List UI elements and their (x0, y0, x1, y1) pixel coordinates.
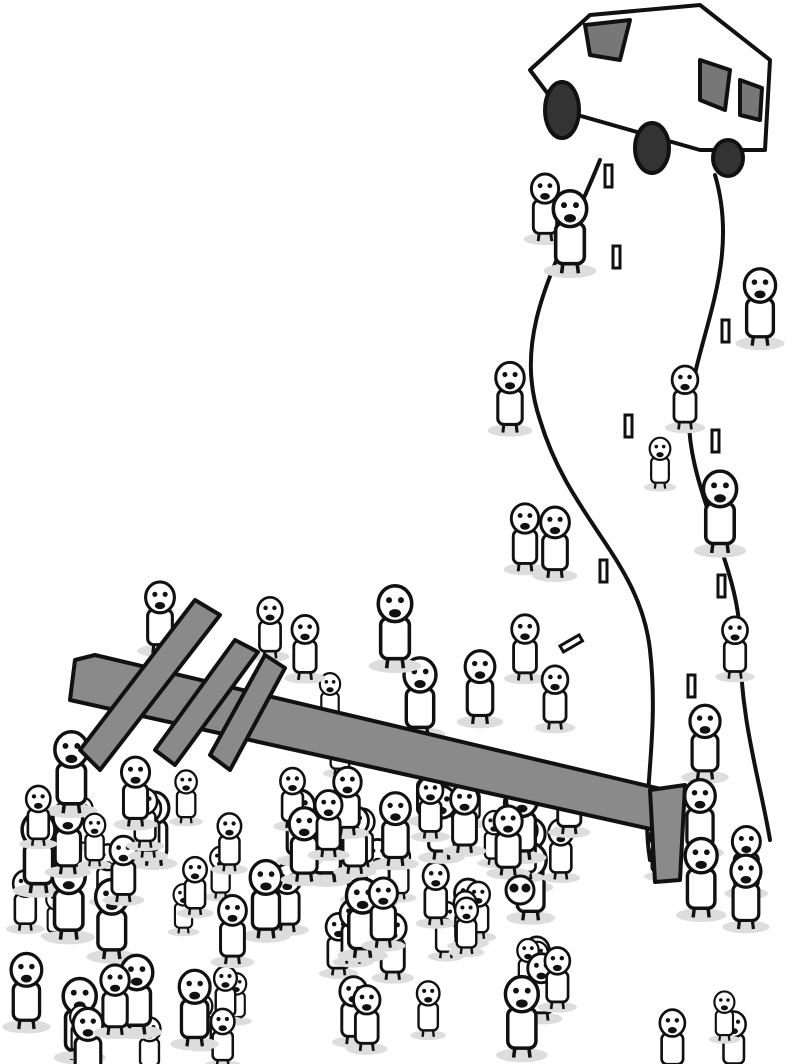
zombie-figure (210, 894, 255, 969)
pole-crossbar (153, 638, 260, 767)
zombie-figure (410, 980, 446, 1041)
zombie-figure (643, 436, 677, 492)
zombie-crowd (2, 172, 785, 1064)
zombie-figure (664, 364, 706, 434)
zombie-figure (250, 595, 290, 662)
zombie-figure (537, 946, 577, 1013)
zombie-figure (77, 812, 112, 870)
skull (504, 874, 536, 906)
zombie-figure (2, 951, 51, 1034)
zombie-figure (504, 613, 546, 685)
zombie-figure (448, 896, 485, 958)
zombie-figure (715, 615, 755, 683)
zombie-figure (241, 858, 291, 943)
zombie-figure (337, 876, 388, 963)
pole-crossbar (208, 653, 287, 772)
zombie-figure (735, 267, 785, 351)
zombie-figure (307, 789, 350, 861)
zombie-figure (19, 784, 58, 850)
zombie-figure (681, 703, 729, 784)
zombie-figure (368, 583, 422, 674)
zombie-figure (442, 782, 487, 857)
zombie-figure (532, 505, 578, 582)
zombie-figure (708, 990, 741, 1044)
zombie-figure (543, 188, 597, 279)
zombie-figure (410, 775, 451, 843)
zombie-figure (176, 855, 214, 919)
zombie-figure (113, 755, 158, 831)
pole-stump (648, 783, 687, 884)
zombie-figure (675, 836, 727, 922)
zombie-figure (284, 614, 326, 684)
zombie-figure (45, 730, 98, 818)
zombie-figure (204, 1007, 241, 1064)
zombie-figure (111, 953, 162, 1040)
road-left-edge (528, 158, 655, 862)
zombie-figure (92, 963, 138, 1039)
zombie-figure (210, 812, 248, 875)
zombie-figure (361, 876, 406, 952)
zombie-figure (496, 974, 548, 1063)
pole-crossbar (78, 598, 222, 772)
zombie-figure (534, 664, 576, 734)
road-dashes (557, 163, 731, 699)
zombie-figure (170, 968, 219, 1051)
fallen-telephone-pole (68, 598, 687, 884)
zombie-figure (693, 469, 747, 558)
flying-van (528, 3, 772, 178)
zombie-figure (503, 502, 547, 576)
zombie-figure (658, 1008, 687, 1064)
zombie-figure (169, 769, 203, 827)
zombie-figure (722, 853, 770, 934)
zombie-figure (487, 360, 533, 437)
zombie-figure (372, 791, 419, 871)
zombie-figure (456, 649, 504, 729)
zombie-figure (345, 984, 388, 1055)
